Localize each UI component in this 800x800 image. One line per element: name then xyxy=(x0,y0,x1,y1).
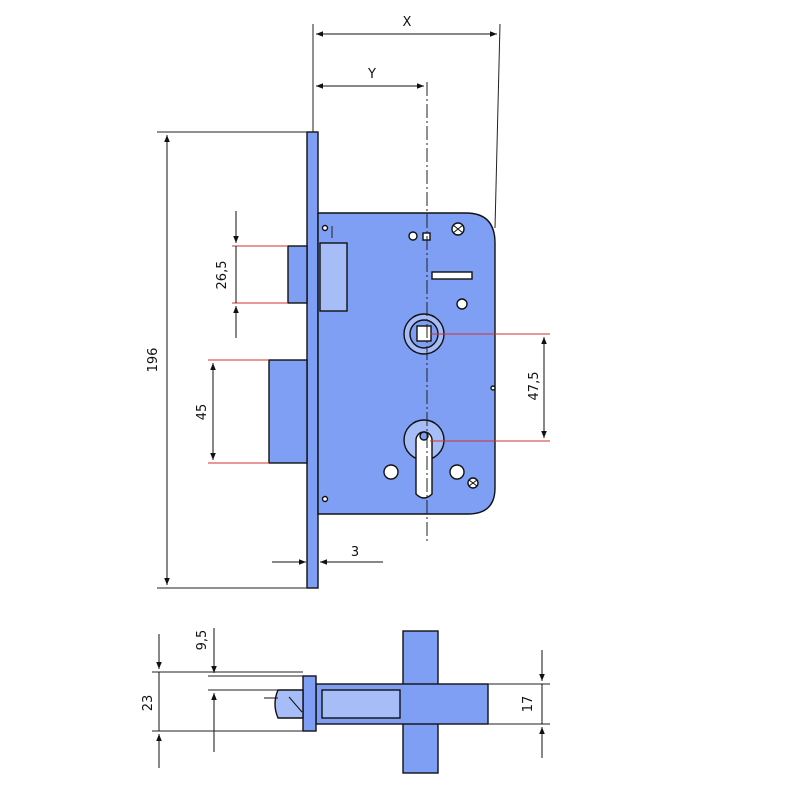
dimension-faceplate-thickness: 3 xyxy=(272,545,383,565)
dimension-key-offset: 9,5 xyxy=(195,628,303,752)
dimension-height-total: 196 xyxy=(146,131,307,589)
dimension-height-total-label: 196 xyxy=(146,348,161,373)
dimension-shaft-height: 17 xyxy=(488,650,550,758)
dimension-x: X xyxy=(312,15,501,229)
screw-icon xyxy=(451,222,465,236)
dimension-key-offset-label: 9,5 xyxy=(195,630,210,651)
latch-bolt xyxy=(287,226,348,312)
dimension-latch-height-label: 26,5 xyxy=(215,261,230,290)
dimension-y-label: Y xyxy=(367,67,376,82)
dimension-shaft-height-label: 17 xyxy=(521,696,536,713)
lock-case xyxy=(317,212,496,515)
slot xyxy=(431,271,473,280)
dead-bolt xyxy=(268,359,308,464)
dimension-x-label: X xyxy=(403,15,412,30)
dimension-bolt-height-label: 45 xyxy=(195,404,210,421)
dimension-y: Y xyxy=(316,67,424,89)
dimension-bolt-height: 45 xyxy=(195,359,269,464)
dimension-key-height: 23 xyxy=(141,634,303,768)
key-collar xyxy=(302,675,317,732)
mounting-hole-left xyxy=(383,464,399,480)
bottom-screw-icon xyxy=(467,477,479,489)
key-side-view xyxy=(264,630,489,774)
dimension-center-distance: 47,5 xyxy=(430,333,550,442)
key-tip xyxy=(274,689,304,719)
dimension-center-distance-label: 47,5 xyxy=(527,372,542,401)
dimension-latch-height: 26,5 xyxy=(215,211,288,338)
dimension-faceplate-thickness-label: 3 xyxy=(351,545,359,560)
lock-front-view xyxy=(268,82,496,589)
small-hole xyxy=(456,298,468,310)
mounting-hole-right xyxy=(449,464,465,480)
cylinder-hole xyxy=(403,419,445,499)
faceplate xyxy=(306,131,319,589)
dimension-key-height-label: 23 xyxy=(141,695,156,712)
